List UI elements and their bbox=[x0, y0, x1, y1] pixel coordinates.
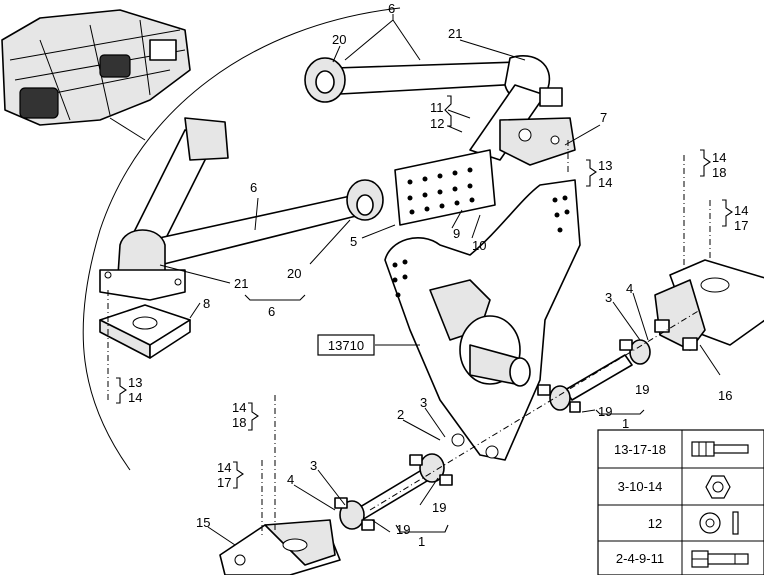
callout-17-right-2: 17 bbox=[734, 218, 748, 233]
callout-19-mid: 19 bbox=[432, 500, 446, 515]
callout-4-right: 4 bbox=[626, 281, 633, 296]
main-bracket bbox=[384, 149, 581, 461]
callout-2: 2 bbox=[397, 407, 404, 422]
callout-19-right-2: 19 bbox=[598, 404, 612, 419]
callout-20-top: 20 bbox=[332, 32, 346, 47]
callout-20-left: 20 bbox=[287, 266, 301, 281]
upper-torque-rod bbox=[304, 55, 576, 166]
legend-label-3: 12 bbox=[648, 516, 662, 531]
callout-4-left: 4 bbox=[287, 472, 294, 487]
nut-icon bbox=[705, 475, 731, 499]
callout-14-left: 14 bbox=[128, 390, 142, 405]
callout-14-mid-left: 14 bbox=[232, 400, 246, 415]
callout-6-left: 6 bbox=[250, 180, 257, 195]
callout-17-low-left: 17 bbox=[217, 475, 231, 490]
callout-18-top-right: 18 bbox=[712, 165, 726, 180]
inset-boundary-arc bbox=[82, 7, 401, 471]
left-rod-assembly bbox=[334, 453, 453, 531]
left-support-bracket bbox=[219, 519, 341, 575]
callout-6-bottom: 6 bbox=[268, 304, 275, 319]
assembly-reference: 13710 bbox=[328, 338, 364, 353]
bolt-icon bbox=[691, 441, 749, 457]
legend-label-1: 13-17-18 bbox=[614, 442, 666, 457]
callout-15: 15 bbox=[196, 515, 210, 530]
callout-21-top: 21 bbox=[448, 26, 462, 41]
chassis-thumbnail bbox=[1, 9, 191, 141]
legend-label-2: 3-10-14 bbox=[618, 479, 663, 494]
callout-13-right: 13 bbox=[598, 158, 612, 173]
callout-14-top-right: 14 bbox=[712, 150, 726, 165]
callout-3-mid: 3 bbox=[420, 395, 427, 410]
right-rod-assembly bbox=[537, 339, 651, 413]
spacer-plate bbox=[99, 304, 191, 359]
callout-labels: 6 20 21 11 12 7 13 14 14 18 14 17 6 5 9 … bbox=[128, 1, 748, 549]
callout-16: 16 bbox=[718, 388, 732, 403]
callout-14-right: 14 bbox=[598, 175, 612, 190]
lower-torque-rod bbox=[99, 117, 384, 301]
callout-3-right: 3 bbox=[605, 290, 612, 305]
legend-label-4: 2-4-9-11 bbox=[616, 551, 664, 566]
callout-5: 5 bbox=[350, 234, 357, 249]
callout-8: 8 bbox=[203, 296, 210, 311]
callout-3-left: 3 bbox=[310, 458, 317, 473]
washer-icon bbox=[699, 511, 739, 535]
leader-lines bbox=[159, 14, 721, 546]
callout-1-right: 1 bbox=[622, 416, 629, 431]
callout-14-low-left: 14 bbox=[217, 460, 231, 475]
callout-19-left: 19 bbox=[396, 522, 410, 537]
axis-lines bbox=[107, 140, 711, 535]
callout-11: 11 bbox=[430, 100, 444, 115]
hex-bolt-icon bbox=[691, 550, 749, 568]
fastener-legend: 13-17-18 3-10-14 12 2-4-9-11 bbox=[597, 429, 764, 575]
callout-10: 10 bbox=[472, 238, 486, 253]
callout-19-right-1: 19 bbox=[635, 382, 649, 397]
assembly-reference-box: 13710 bbox=[317, 334, 375, 356]
callout-21-left: 21 bbox=[234, 276, 248, 291]
callout-9: 9 bbox=[453, 226, 460, 241]
callout-14-right-2: 14 bbox=[734, 203, 748, 218]
callout-7: 7 bbox=[600, 110, 607, 125]
callout-1-left: 1 bbox=[418, 534, 425, 549]
span-brackets bbox=[116, 95, 733, 533]
callout-13-left: 13 bbox=[128, 375, 142, 390]
callout-18-mid-left: 18 bbox=[232, 415, 246, 430]
callout-12: 12 bbox=[430, 116, 444, 131]
callout-6-top: 6 bbox=[388, 1, 395, 16]
right-support-bracket bbox=[654, 259, 764, 351]
